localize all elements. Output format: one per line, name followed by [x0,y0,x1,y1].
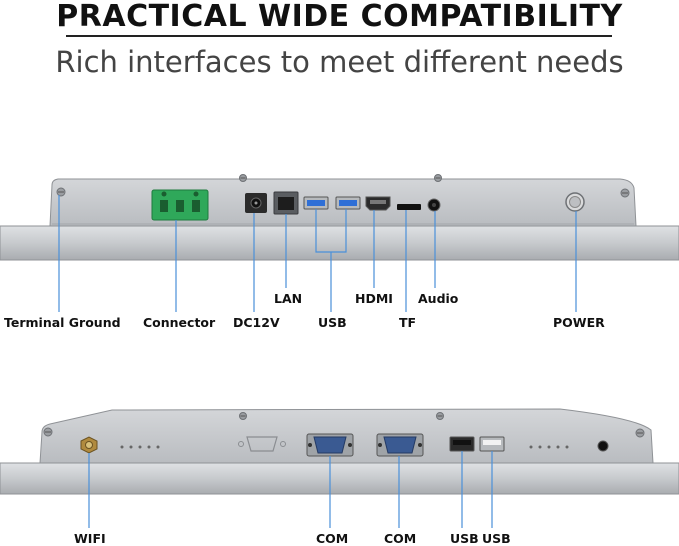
label-usb-1: USB [450,531,479,546]
label-com-2: COM [384,531,417,546]
label-hdmi: HDMI [355,291,393,306]
power-button-icon [565,192,585,212]
screw-icon [635,428,645,438]
label-wifi: WIFI [74,531,106,546]
usb3-port-icon [335,196,361,210]
bottom-panel-rail [0,462,679,495]
com-knockout-icon [238,436,286,452]
top-panel-rail [0,225,679,261]
label-tf: TF [399,315,417,330]
page-title: PRACTICAL WIDE COMPATIBILITY [56,0,623,34]
screw-icon [239,174,247,182]
terminal-connector-icon [151,189,209,221]
screw-icon [620,188,630,198]
label-usb: USB [318,315,347,330]
screw-icon [43,427,53,437]
round-jack-icon [597,440,609,452]
usb3-port-icon [303,196,329,210]
label-usb-2: USB [482,531,511,546]
com-port-icon [306,433,354,457]
screw-icon [436,412,444,420]
bottom-callout-lines [88,451,493,528]
tf-slot-icon [397,204,421,210]
wifi-antenna-icon [80,436,98,454]
com-port-icon [376,433,424,457]
label-power: POWER [553,315,605,330]
vent-dots-icon [120,445,160,449]
lan-port-icon [273,191,299,215]
audio-jack-icon [427,198,441,212]
screw-icon [239,412,247,420]
title-underline [66,35,612,37]
usb-port-icon [479,436,505,452]
vent-dots-icon [529,445,569,449]
label-audio: Audio [418,291,459,306]
label-terminal-ground: Terminal Ground [4,315,121,330]
bottom-panel [0,408,679,528]
screw-icon [434,174,442,182]
dc-jack-icon [245,193,267,213]
label-dc12v: DC12V [233,315,280,330]
screw-icon [56,187,66,197]
label-lan: LAN [274,291,303,306]
top-panel [0,174,679,312]
top-callout-lines [58,195,577,312]
page-subtitle: Rich interfaces to meet different needs [55,45,624,79]
usb-port-icon [449,436,475,452]
label-com-1: COM [316,531,349,546]
label-connector: Connector [143,315,216,330]
hdmi-port-icon [365,196,391,211]
